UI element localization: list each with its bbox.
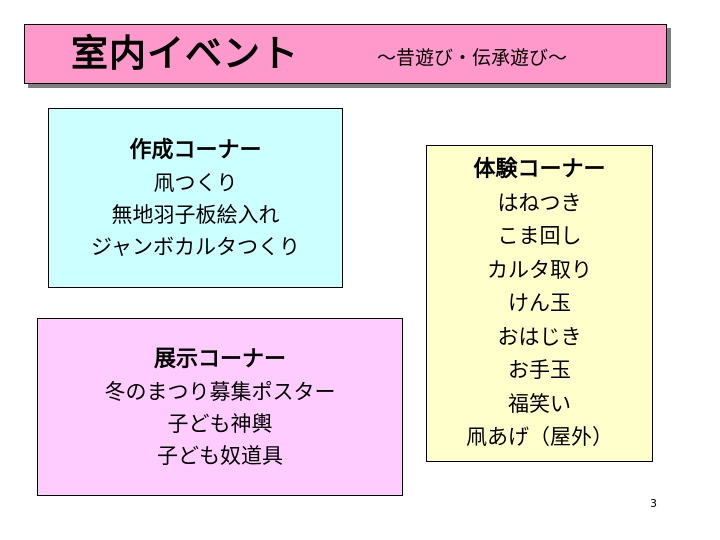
list-item: 凧つくり bbox=[153, 170, 238, 195]
page-subtitle: ～昔遊び・伝承遊び～ bbox=[377, 47, 568, 69]
list-item: こま回し bbox=[497, 224, 582, 248]
display-corner-title: 展示コーナー bbox=[153, 346, 286, 372]
list-item: おはじき bbox=[497, 324, 582, 349]
list-item: お手玉 bbox=[508, 358, 571, 382]
list-item: カルタ取り bbox=[487, 257, 592, 282]
page-title: 室内イベント bbox=[71, 32, 299, 75]
title-banner: 室内イベント ～昔遊び・伝承遊び～ bbox=[24, 24, 667, 84]
experience-corner-box: 体験コーナー はねつき こま回し カルタ取り けん玉 おはじき お手玉 福笑い … bbox=[426, 145, 653, 462]
list-item: 福笑い bbox=[508, 391, 571, 416]
list-item: 凧あげ（屋外） bbox=[466, 425, 613, 449]
list-item: 無地羽子板絵入れ bbox=[111, 202, 280, 227]
make-corner-title: 作成コーナー bbox=[129, 137, 262, 163]
page-number: 3 bbox=[650, 497, 657, 510]
list-item: 子ども神輿 bbox=[167, 411, 273, 436]
list-item: ジャンボカルタつくり bbox=[91, 234, 300, 259]
display-corner-box: 展示コーナー 冬のまつり募集ポスター 子ども神輿 子ども奴道具 bbox=[37, 318, 403, 496]
list-item: 子ども奴道具 bbox=[157, 443, 283, 468]
experience-corner-title: 体験コーナー bbox=[473, 156, 606, 182]
make-corner-box: 作成コーナー 凧つくり 無地羽子板絵入れ ジャンボカルタつくり bbox=[48, 108, 343, 288]
list-item: 冬のまつり募集ポスター bbox=[104, 379, 336, 404]
list-item: けん玉 bbox=[508, 291, 571, 315]
list-item: はねつき bbox=[497, 190, 582, 215]
